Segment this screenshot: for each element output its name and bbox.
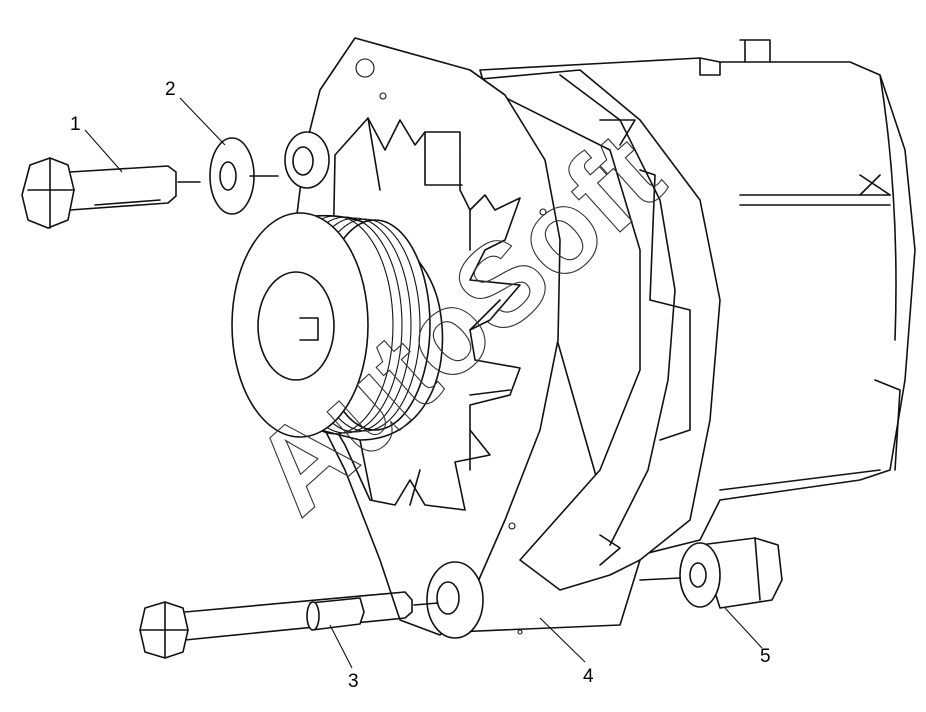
bolt-part-1 — [21, 157, 201, 229]
bushing-part-5 — [639, 537, 783, 609]
leader-lines — [84, 97, 763, 669]
washer-part-2 — [209, 137, 279, 215]
callout-4: 4 — [583, 666, 594, 687]
callout-3: 3 — [348, 671, 359, 692]
callout-5: 5 — [760, 646, 771, 667]
long-bolt-part-3 — [139, 591, 439, 659]
callout-1: 1 — [70, 114, 81, 135]
pulley — [231, 212, 444, 441]
callout-2: 2 — [165, 79, 176, 100]
